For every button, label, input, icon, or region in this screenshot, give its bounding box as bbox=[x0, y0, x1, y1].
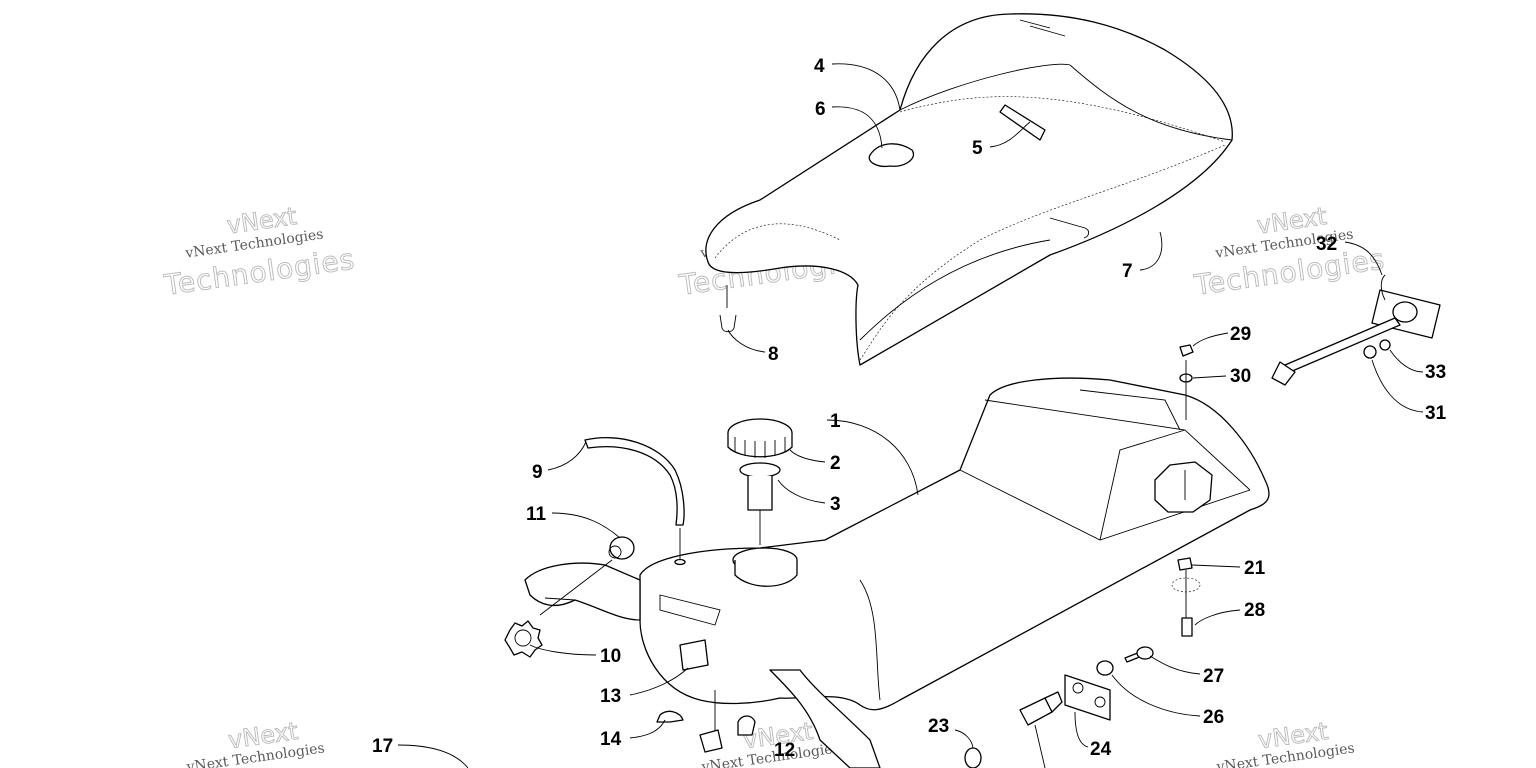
seat-strap bbox=[999, 104, 1046, 141]
small-parts bbox=[504, 274, 1441, 768]
callout-4: 4 bbox=[814, 56, 825, 77]
nut-21 bbox=[1177, 557, 1193, 571]
seat-side-panel-line bbox=[859, 239, 1051, 341]
callout-2: 2 bbox=[830, 453, 841, 474]
callout-24: 24 bbox=[1090, 739, 1112, 760]
watermark-left-bottom: vNext vNext Technologies bbox=[185, 717, 326, 768]
nut-31 bbox=[1363, 345, 1377, 359]
watermark-right-top: vNext vNext Technologies Technologies bbox=[1191, 202, 1387, 303]
callout-28: 28 bbox=[1244, 600, 1265, 621]
tank-bracket-detail bbox=[544, 597, 576, 601]
tank-face-edge bbox=[1099, 429, 1186, 541]
callout-1: 1 bbox=[830, 411, 841, 432]
callout-8: 8 bbox=[768, 344, 779, 365]
callout-26: 26 bbox=[1203, 707, 1224, 728]
fitting-axis bbox=[1034, 724, 1046, 768]
callout-12: 12 bbox=[774, 740, 795, 761]
callout-33: 33 bbox=[1425, 362, 1446, 383]
lock-washer bbox=[504, 620, 543, 658]
watermark-left-top: vNext vNext Technologies Technologies bbox=[161, 202, 357, 303]
seat-cover-outline bbox=[705, 13, 1233, 366]
tank-top-slot bbox=[1079, 389, 1181, 431]
seat-assembly bbox=[705, 13, 1233, 366]
fuel-sender bbox=[1271, 274, 1441, 386]
vent-port bbox=[674, 558, 686, 566]
seat-logo-marks bbox=[1019, 19, 1066, 37]
leader-lines bbox=[397, 63, 1424, 768]
callout-5: 5 bbox=[972, 138, 983, 159]
tank-front-slot bbox=[659, 594, 721, 626]
callout-29: 29 bbox=[1230, 324, 1251, 345]
callout-7: 7 bbox=[1122, 261, 1133, 282]
nut-29 bbox=[1179, 344, 1194, 357]
tank-front-curve bbox=[859, 579, 881, 701]
seat-clip bbox=[719, 314, 737, 333]
washer-33 bbox=[1379, 339, 1391, 351]
tank-front-bracket bbox=[524, 562, 641, 621]
callout-11: 11 bbox=[526, 504, 547, 525]
fuel-cap-neck bbox=[739, 462, 781, 545]
tank-neck-collar bbox=[734, 560, 798, 587]
tank-filler-opening bbox=[1154, 461, 1213, 513]
callout-32: 32 bbox=[1316, 234, 1337, 255]
callout-27: 27 bbox=[1203, 666, 1224, 687]
seat-hump-seam bbox=[899, 63, 1071, 111]
seat-hook bbox=[1049, 217, 1090, 239]
grommet-axis bbox=[539, 559, 613, 616]
fuel-tank-assembly bbox=[524, 377, 1270, 768]
fuel-cap bbox=[727, 418, 793, 458]
callout-10: 10 bbox=[600, 646, 621, 667]
fuel-petcock bbox=[699, 729, 723, 753]
watermark-right-bottom: vNext vNext Technologies bbox=[1215, 717, 1356, 768]
hose-clip bbox=[656, 710, 684, 723]
seat-foam-patch bbox=[868, 143, 915, 168]
grommet-26 bbox=[1096, 660, 1114, 676]
callout-30: 30 bbox=[1230, 366, 1251, 387]
tank-lower-neck bbox=[769, 669, 881, 768]
tank-decal bbox=[679, 639, 709, 671]
callout-17: 17 bbox=[372, 736, 393, 757]
grommet-23 bbox=[964, 747, 982, 768]
vent-hose bbox=[584, 437, 685, 526]
callout-3: 3 bbox=[830, 494, 841, 515]
callouts: 4 6 5 7 8 32 29 30 33 31 1 2 3 9 11 21 2… bbox=[372, 56, 1447, 761]
seat-stitching-side bbox=[859, 144, 1226, 361]
bolt-28 bbox=[1181, 617, 1193, 637]
callout-9: 9 bbox=[532, 462, 543, 483]
callout-13: 13 bbox=[600, 686, 621, 707]
seat-stitching-top bbox=[899, 96, 1226, 143]
fuel-tank-outline bbox=[639, 377, 1270, 711]
callout-23: 23 bbox=[928, 716, 949, 737]
bracket-plate-24 bbox=[1064, 674, 1111, 721]
callout-6: 6 bbox=[815, 99, 826, 120]
seat-front-stitching bbox=[714, 223, 841, 259]
callout-31: 31 bbox=[1425, 403, 1447, 424]
seat-rear-seam bbox=[1069, 64, 1233, 141]
callout-21: 21 bbox=[1244, 558, 1266, 579]
callout-14: 14 bbox=[600, 729, 622, 750]
petcock-fitting bbox=[737, 715, 756, 736]
grommet bbox=[609, 536, 635, 560]
